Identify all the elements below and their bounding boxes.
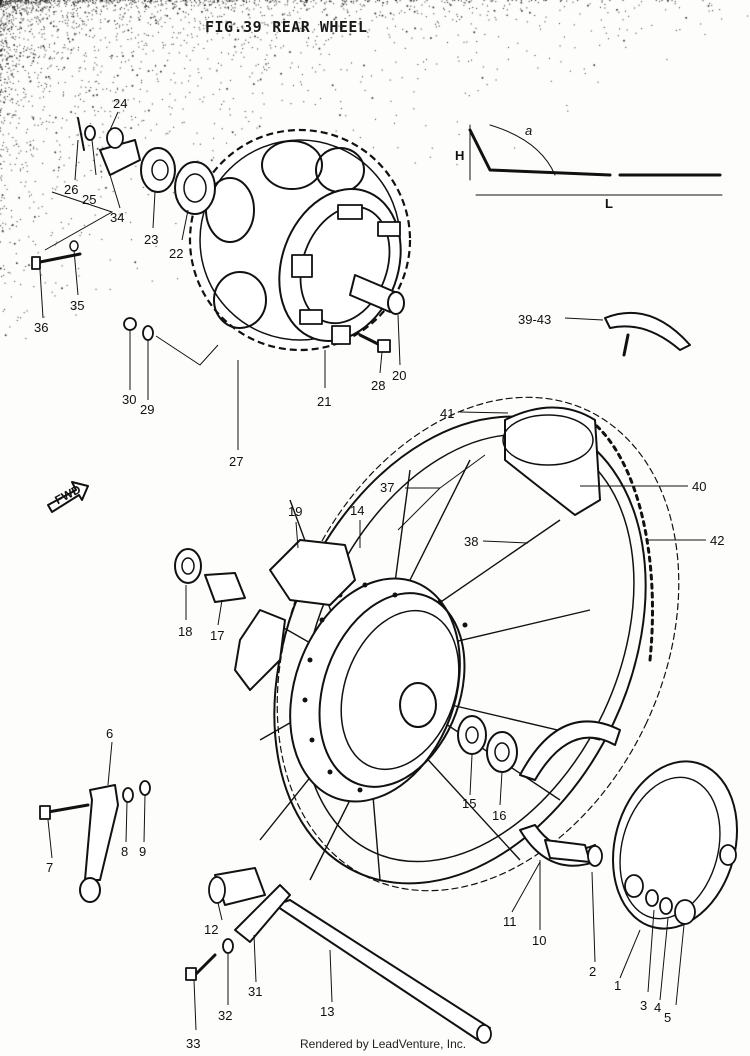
rear-axle-13 [274,899,492,1044]
bolt-28 [358,333,391,353]
bearing-15 [457,715,487,755]
hub-damper-19 [234,539,356,691]
callout-37: 37 [380,480,394,495]
bolt-33-washer-32 [185,938,234,981]
forward-arrow-icon: FWD [47,481,89,513]
figure-number: FIG.39 [205,18,263,36]
callout-11: 11 [503,914,517,929]
dimension-l-label: L [605,196,613,211]
callout-30: 30 [122,392,136,407]
callout-38: 38 [464,534,478,549]
callout-22: 22 [169,246,183,261]
leader-lines [39,111,706,1031]
callout-40: 40 [692,479,706,494]
wheel-hub [289,577,468,803]
callout-25: 25 [82,192,96,207]
callout-10: 10 [532,933,546,948]
callout-9: 9 [139,844,146,859]
callout-26: 26 [64,182,78,197]
callout-12: 12 [204,922,218,937]
callout-14: 14 [350,503,364,518]
torque-arm-6 [79,784,119,903]
callout-3: 3 [640,998,647,1013]
callout-16: 16 [492,808,506,823]
seal-16 [486,731,518,773]
spoke-nipple-39-43 [604,311,691,357]
callout-21: 21 [317,394,331,409]
nut-24-25-26 [77,117,96,151]
callout-31: 31 [248,984,262,999]
callout-20: 20 [392,368,406,383]
chain-adjuster-34 [99,127,141,176]
brake-panel-1 [612,760,738,930]
callout-36: 36 [34,320,48,335]
callout-8: 8 [121,844,128,859]
spacer-12 [208,867,266,906]
callout-4: 4 [654,1000,661,1015]
callout-19: 19 [288,504,302,519]
figure-title: FIG.39 REAR WHEEL [205,18,378,36]
callout-17: 17 [210,628,224,643]
callout-42: 42 [710,533,724,548]
dimension-h-label: H [455,148,464,163]
nut-30-washer-29 [123,317,154,341]
brake-cam-11 [544,839,603,867]
bolt-36 [31,240,82,270]
rim-band-41 [502,406,601,516]
callout-5: 5 [664,1010,671,1025]
callout-24: 24 [113,96,127,111]
bolt-7 [39,803,90,820]
axle-sleeve [349,274,405,315]
washer-8-nut-9 [122,780,151,803]
callout-33: 33 [186,1036,200,1051]
callout-27: 27 [229,454,243,469]
callout-35: 35 [70,298,84,313]
callout-29: 29 [140,402,154,417]
callout-13: 13 [320,1004,334,1019]
callout-23: 23 [144,232,158,247]
callout-15: 15 [462,796,476,811]
callout-39-43: 39-43 [518,312,551,327]
washers-3-4-5 [645,889,696,925]
spacer-17 [204,572,246,603]
callout-18: 18 [178,624,192,639]
render-credit: Rendered by LeadVenture, Inc. [300,1037,467,1051]
callout-2: 2 [589,964,596,979]
callout-labels: 5 4 3 1 2 10 11 15 16 6 7 8 9 12 13 31 3… [34,96,724,1051]
spoke-dimension-detail [468,124,723,196]
callout-34: 34 [110,210,124,225]
callout-6: 6 [106,726,113,741]
figure-name: REAR WHEEL [272,18,368,36]
seal-23 [140,147,176,193]
callout-32: 32 [218,1008,232,1023]
callout-1: 1 [614,978,621,993]
callout-41: 41 [440,406,454,421]
dimension-angle-label: a [525,123,532,138]
chain-adjuster-31 [234,884,291,943]
callout-7: 7 [46,860,53,875]
bearing-18 [174,548,202,584]
callout-28: 28 [371,378,385,393]
bearing-22 [174,161,216,215]
